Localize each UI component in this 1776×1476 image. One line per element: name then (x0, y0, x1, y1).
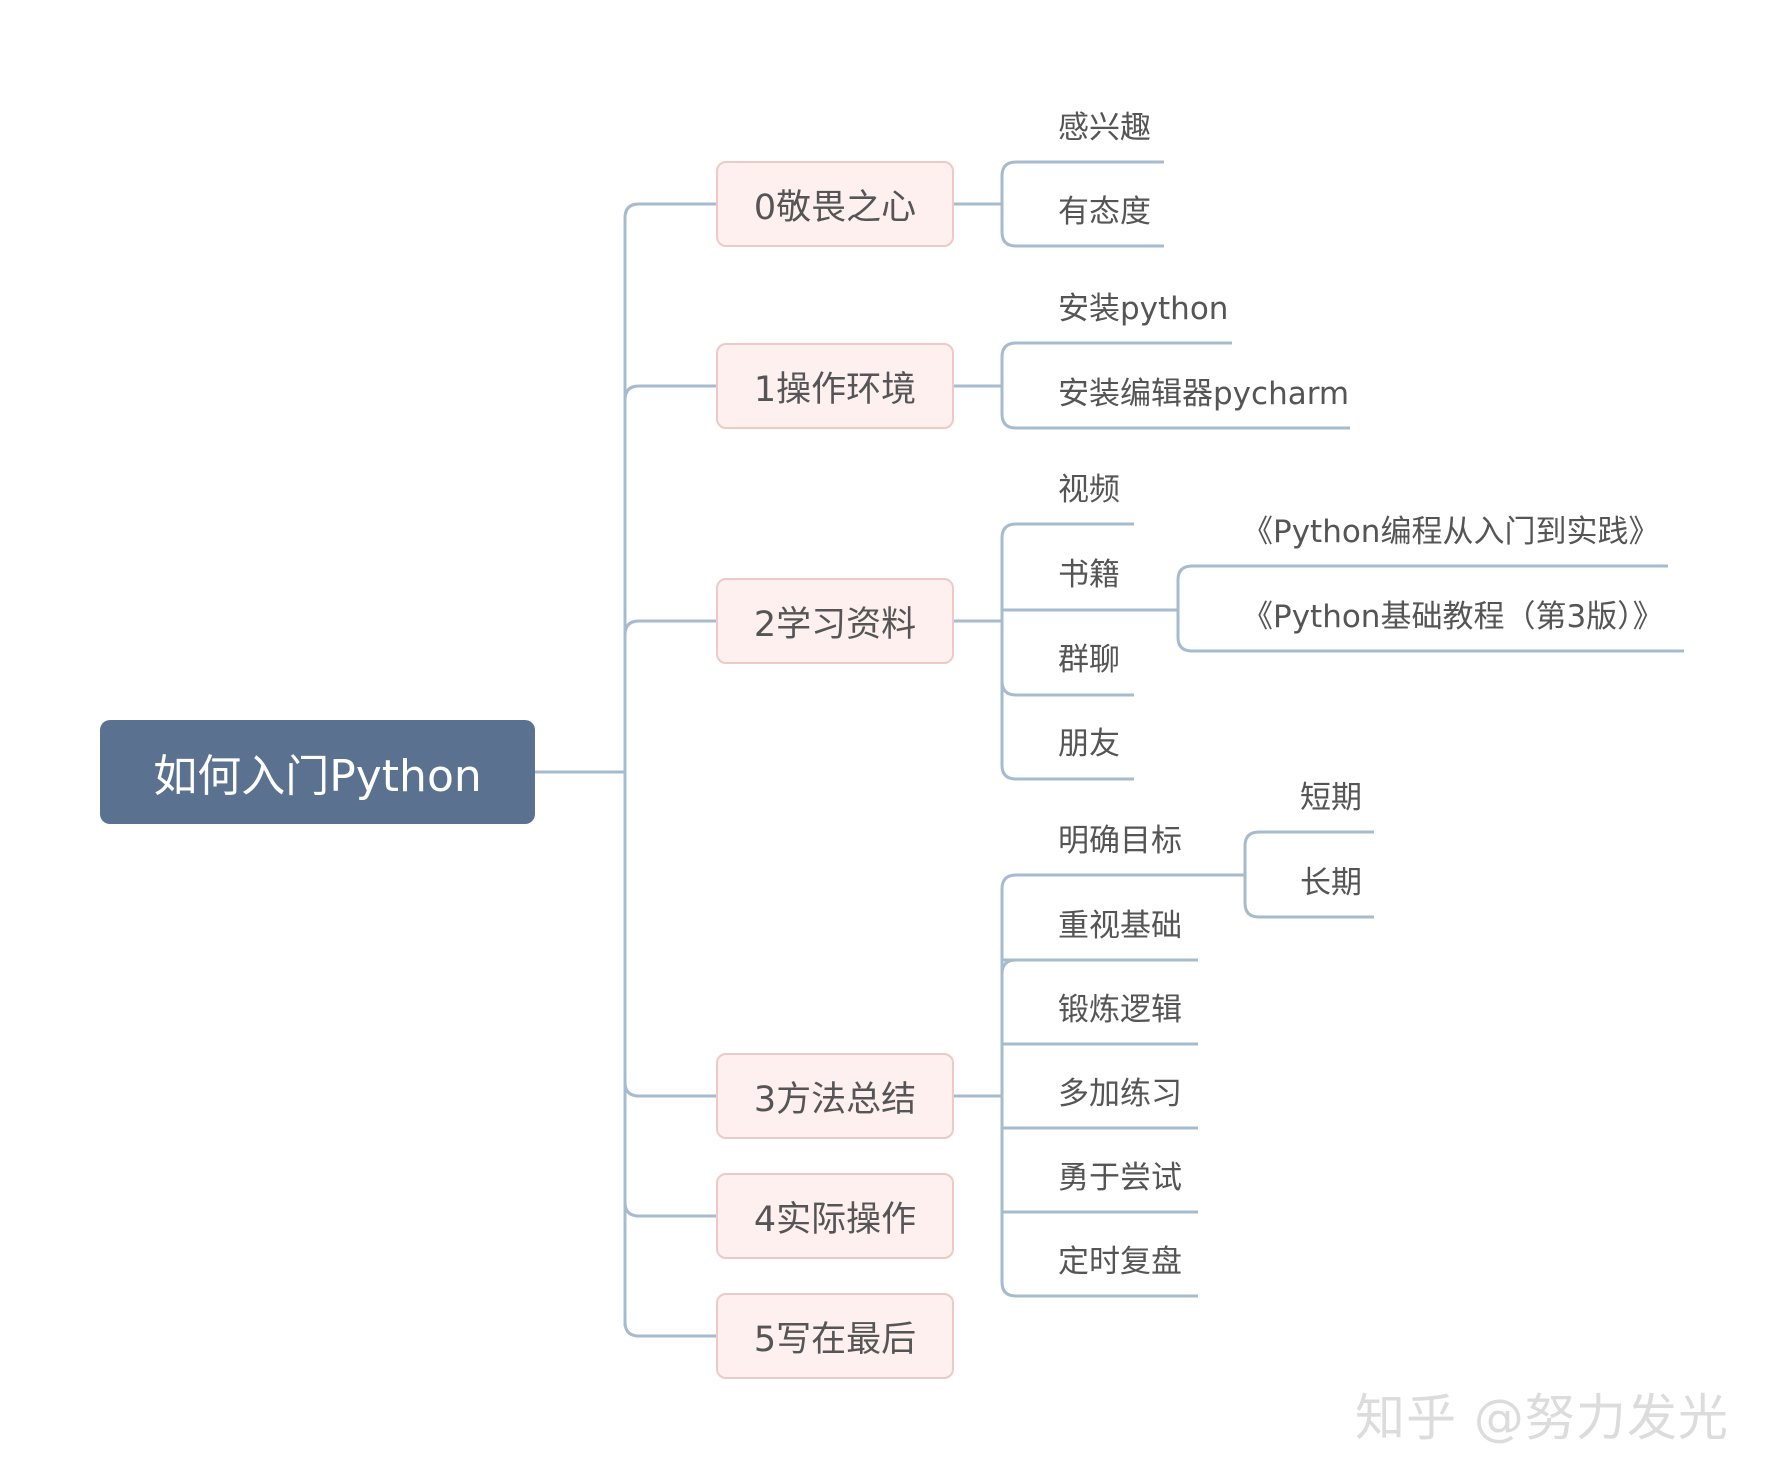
leaf-node[interactable]: 书籍 (1058, 557, 1120, 593)
leaf-node[interactable]: 群聊 (1058, 642, 1120, 678)
connector-branch-3 (623, 1081, 716, 1098)
connector-b3-c1-curve (1000, 958, 1017, 975)
leaf-node[interactable]: 《Python基础教程（第3版）》 (1242, 599, 1664, 635)
leaf-node[interactable]: 重视基础 (1058, 908, 1182, 944)
connector-b1-c0 (1000, 341, 1232, 386)
connector-b3-c5 (1000, 1096, 1198, 1298)
connector-branch-4 (623, 1201, 716, 1218)
connector-b3-c0 (1000, 873, 1245, 1096)
connector-b2-sub-c1 (1176, 610, 1684, 653)
leaf-node[interactable]: 有态度 (1058, 194, 1151, 230)
branch-node-4[interactable]: 4实际操作 (716, 1173, 954, 1259)
branch-node-3[interactable]: 3方法总结 (716, 1053, 954, 1139)
connector-branch-1 (623, 384, 716, 401)
leaf-node[interactable]: 安装编辑器pycharm (1058, 376, 1350, 412)
root-node[interactable]: 如何入门Python (100, 720, 535, 824)
connector-b2-c0 (1000, 522, 1134, 621)
leaf-node[interactable]: 感兴趣 (1058, 110, 1151, 146)
watermark: 知乎 @努力发光 (1355, 1389, 1729, 1447)
connector-branch-5 (623, 1321, 716, 1338)
leaf-node[interactable]: 定时复盘 (1058, 1244, 1182, 1280)
leaf-node[interactable]: 锻炼逻辑 (1058, 992, 1182, 1028)
branch-node-2[interactable]: 2学习资料 (716, 578, 954, 664)
leaf-node[interactable]: 《Python编程从入门到实践》 (1242, 514, 1660, 550)
connector-b3-sub-c1 (1243, 875, 1374, 919)
connector-b2-sub-stem (1176, 564, 1668, 610)
connector-b2-c3 (1000, 681, 1134, 781)
branch-node-0[interactable]: 0敬畏之心 (716, 161, 954, 247)
connector-b0-c0 (1000, 160, 1164, 204)
leaf-node[interactable]: 明确目标 (1058, 823, 1182, 859)
branch-node-5[interactable]: 5写在最后 (716, 1293, 954, 1379)
leaf-node[interactable]: 朋友 (1058, 726, 1120, 762)
connector-branch-2 (623, 619, 716, 636)
leaf-node[interactable]: 短期 (1300, 780, 1362, 816)
leaf-node[interactable]: 视频 (1058, 472, 1120, 508)
connector-b3-sub-stem (1243, 830, 1374, 875)
leaf-node[interactable]: 长期 (1300, 865, 1362, 901)
connector-b0-c1 (1000, 204, 1164, 248)
branch-node-1[interactable]: 1操作环境 (716, 343, 954, 429)
connector-b1-c1 (1000, 386, 1350, 430)
leaf-node[interactable]: 安装python (1058, 291, 1229, 327)
connector-branch-0 (623, 202, 716, 219)
leaf-node[interactable]: 勇于尝试 (1058, 1160, 1182, 1196)
leaf-node[interactable]: 多加练习 (1058, 1076, 1182, 1112)
